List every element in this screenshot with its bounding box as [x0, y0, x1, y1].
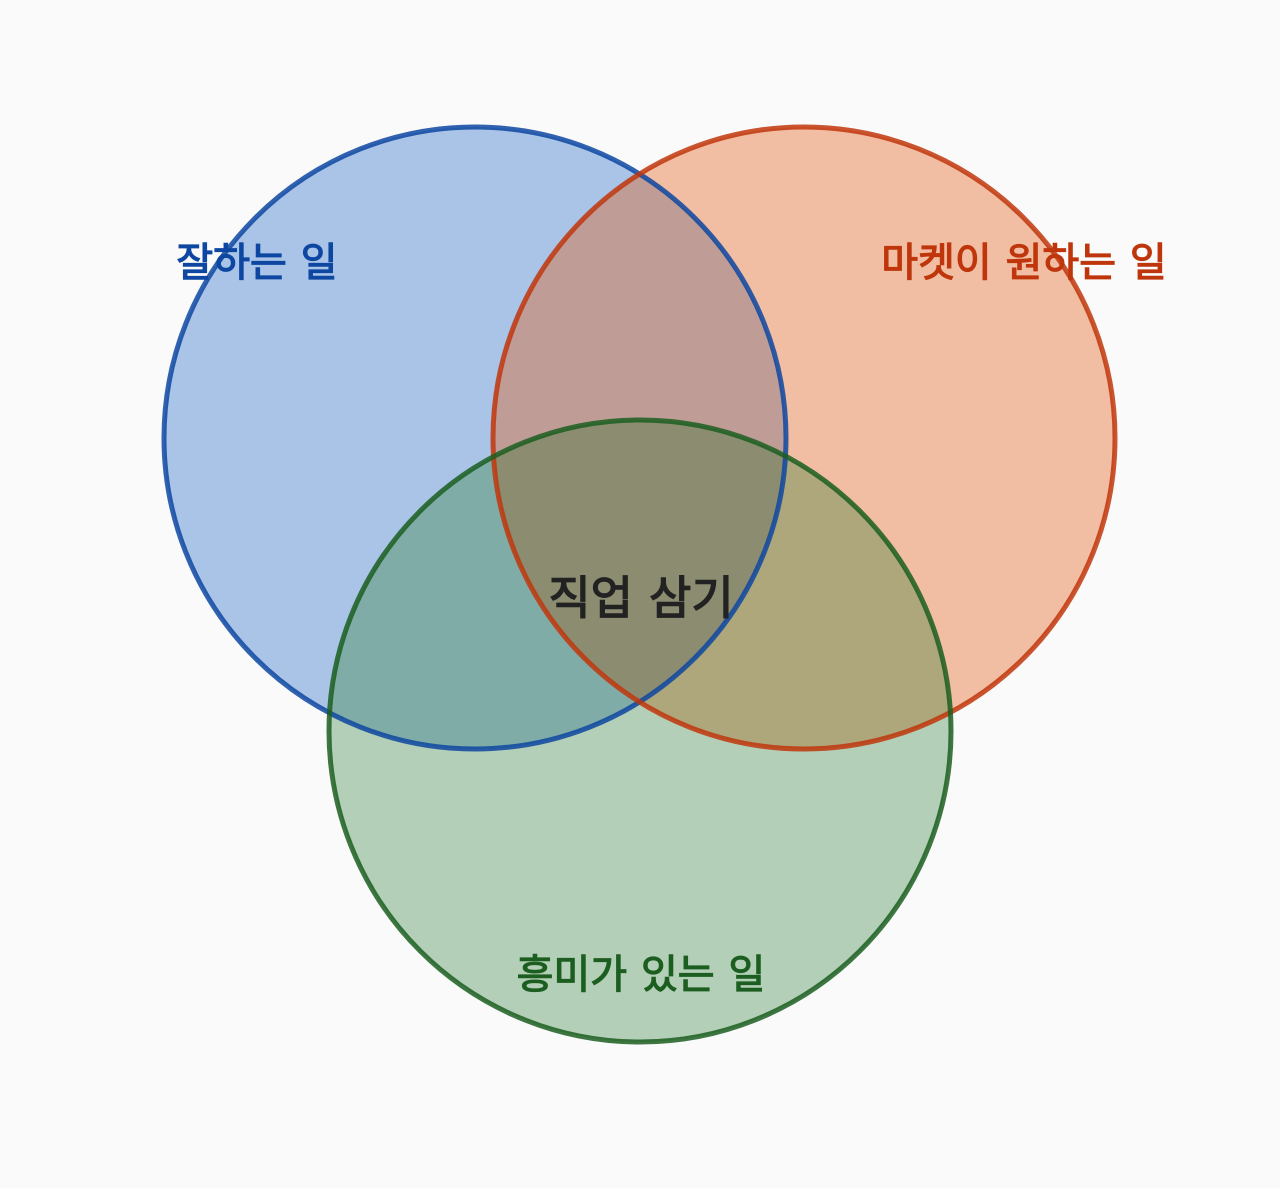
circle-skill-outline: [161, 124, 789, 752]
label-interest: 흥미가 있는 일: [517, 952, 766, 998]
circle-interest-outline: [326, 417, 954, 1045]
label-market: 마켓이 원하는 일: [881, 240, 1166, 286]
label-skill: 잘하는 일: [176, 240, 337, 286]
circle-market-outline: [490, 124, 1118, 752]
label-center: 직업 삼기: [548, 571, 733, 625]
